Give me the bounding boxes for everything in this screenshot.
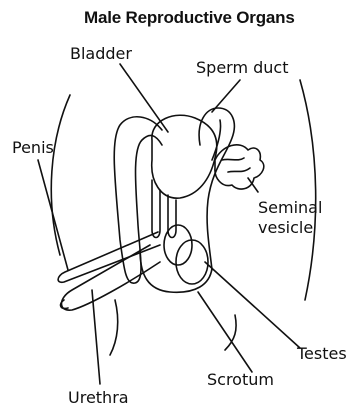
label-seminal-vesicle-line1: Seminal xyxy=(258,198,348,218)
label-urethra: Urethra xyxy=(68,388,129,408)
leader-testes xyxy=(205,262,300,348)
sperm-duct-right xyxy=(199,108,234,270)
leader-bladder xyxy=(120,64,168,132)
label-scrotum: Scrotum xyxy=(207,370,274,390)
label-sperm-duct: Sperm duct xyxy=(196,58,289,78)
leader-scrotum xyxy=(198,292,252,372)
testis-left xyxy=(164,225,192,265)
leader-sperm-duct xyxy=(212,80,240,112)
leader-urethra xyxy=(92,290,100,384)
bladder-shape xyxy=(152,115,217,198)
label-penis: Penis xyxy=(12,138,54,158)
label-testes: Testes xyxy=(297,344,347,364)
leader-penis xyxy=(38,160,68,270)
sperm-duct-left xyxy=(114,117,162,283)
seminal-vesicle-shape xyxy=(215,145,264,189)
body-outline-left xyxy=(51,95,70,255)
label-bladder: Bladder xyxy=(70,44,132,64)
diagram-title: Male Reproductive Organs xyxy=(84,8,354,28)
body-outline-inner-left xyxy=(110,300,118,355)
label-seminal-vesicle-line2: vesicle xyxy=(258,218,348,238)
body-outline-right xyxy=(300,80,316,300)
label-seminal-vesicle: Seminal vesicle xyxy=(258,198,348,238)
